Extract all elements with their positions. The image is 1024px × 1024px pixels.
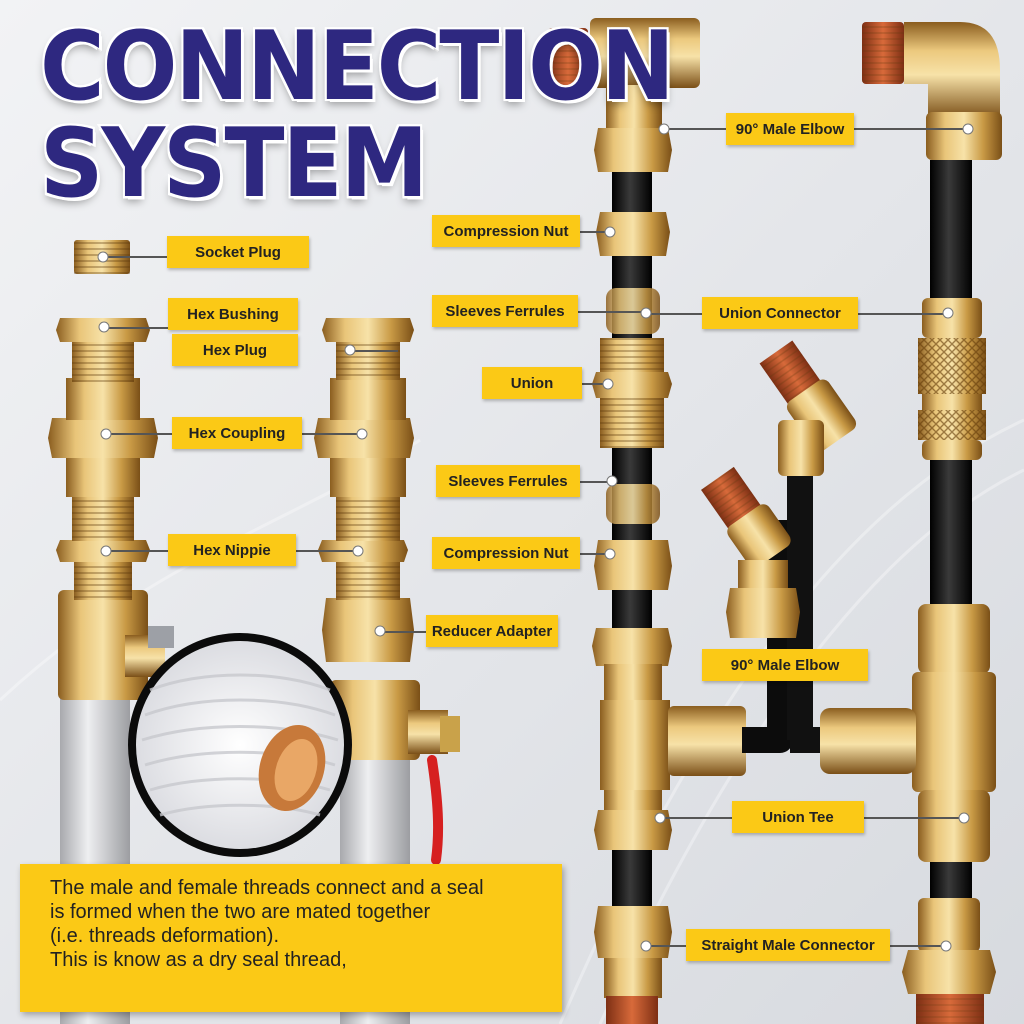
callout-dot <box>940 940 952 952</box>
label-reducer-adapter: Reducer Adapter <box>426 615 558 647</box>
callout-dot <box>606 475 618 487</box>
leader-line <box>890 945 946 947</box>
headline-line-1: CONNECTION <box>38 10 677 122</box>
leader-line <box>854 128 968 130</box>
headline: CONNECTION SYSTEM <box>38 10 677 219</box>
leader-line <box>106 550 168 552</box>
label-straight-male-connector: Straight Male Connector <box>686 929 890 961</box>
label-90-male-elbow-mid: 90° Male Elbow <box>702 649 868 681</box>
leader-line <box>664 128 726 130</box>
label-union-tee: Union Tee <box>732 801 864 833</box>
label-compression-nut-bottom: Compression Nut <box>432 537 580 569</box>
callout-dot <box>942 307 954 319</box>
callout-dot <box>98 321 110 333</box>
callout-dot <box>602 378 614 390</box>
headline-line-2: SYSTEM <box>38 107 430 219</box>
callout-dot <box>97 251 109 263</box>
callout-dot <box>356 428 368 440</box>
leader-line <box>380 631 426 633</box>
label-union-connector: Union Connector <box>702 297 858 329</box>
callout-dot <box>640 940 652 952</box>
leader-line <box>864 817 964 819</box>
leader-line <box>580 553 610 555</box>
leader-line <box>582 383 608 385</box>
label-90-male-elbow-top: 90° Male Elbow <box>726 113 854 145</box>
leader-line <box>350 350 398 352</box>
callout-dot <box>100 428 112 440</box>
callout-dot <box>640 307 652 319</box>
callout-dot <box>374 625 386 637</box>
leader-line <box>646 945 686 947</box>
label-hex-coupling: Hex Coupling <box>172 417 302 449</box>
label-sleeves-ferrules-bottom: Sleeves Ferrules <box>436 465 580 497</box>
label-hex-bushing: Hex Bushing <box>168 298 298 330</box>
callout-dot <box>344 344 356 356</box>
leader-line <box>580 231 610 233</box>
leader-line <box>580 481 612 483</box>
callout-dot <box>352 545 364 557</box>
info-line-4: This is know as a dry seal thread, <box>50 949 347 971</box>
callout-dot <box>654 812 666 824</box>
info-line-2: is formed when the two are mated togethe… <box>50 901 431 923</box>
callout-dot <box>100 545 112 557</box>
info-box: The male and female threads connect and … <box>20 864 562 1012</box>
info-line-3: (i.e. threads deformation). <box>50 925 279 947</box>
callout-dot <box>958 812 970 824</box>
label-hex-plug: Hex Plug <box>172 334 298 366</box>
leader-line <box>103 256 167 258</box>
leader-line <box>106 433 172 435</box>
leader-line <box>578 311 644 313</box>
callout-dot <box>658 123 670 135</box>
label-hex-nipple: Hex Nippie <box>168 534 296 566</box>
callout-dot <box>962 123 974 135</box>
leader-line <box>646 313 702 315</box>
leader-line <box>660 817 732 819</box>
leader-line <box>858 313 948 315</box>
leader-line <box>296 550 358 552</box>
callout-dot <box>604 226 616 238</box>
label-sleeves-ferrules-top: Sleeves Ferrules <box>432 295 578 327</box>
info-line-1: The male and female threads connect and … <box>50 877 484 899</box>
label-socket-plug: Socket Plug <box>167 236 309 268</box>
callout-dot <box>604 548 616 560</box>
label-union: Union <box>482 367 582 399</box>
leader-line <box>302 433 362 435</box>
label-compression-nut-top: Compression Nut <box>432 215 580 247</box>
leader-line <box>104 327 168 329</box>
